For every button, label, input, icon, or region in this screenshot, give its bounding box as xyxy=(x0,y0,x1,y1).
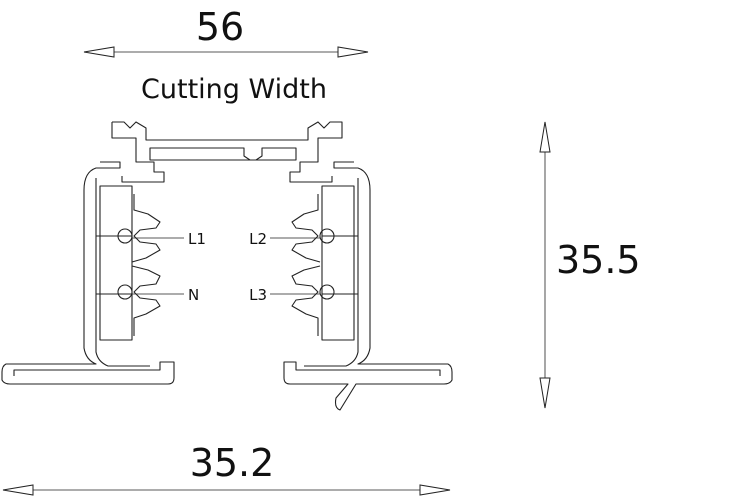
bottom-right-arrow xyxy=(419,484,451,496)
right-cavity xyxy=(321,185,355,341)
height-value: 35.5 xyxy=(556,238,641,282)
top-bar xyxy=(111,121,343,183)
right-outer-wall xyxy=(283,161,453,411)
label-l1: L1 xyxy=(188,230,206,248)
conductor-n xyxy=(117,284,133,300)
cutting-width-caption: Cutting Width xyxy=(141,74,327,105)
top-left-arrow xyxy=(83,46,115,58)
bottom-width-value: 35.2 xyxy=(190,441,275,485)
left-rib-top xyxy=(96,235,132,295)
right-rib-top xyxy=(322,235,358,295)
left-cavity xyxy=(99,185,133,341)
left-clip-lower xyxy=(131,265,161,336)
left-outer-wall xyxy=(1,161,175,385)
height-dimension: 35.5 xyxy=(539,121,641,409)
right-clip-upper xyxy=(291,194,321,263)
label-l3: L3 xyxy=(249,286,267,304)
left-inner-wall xyxy=(95,178,150,367)
top-width-value: 56 xyxy=(196,5,244,49)
conductor-l2 xyxy=(319,228,335,244)
conductors: L1 N L2 L3 xyxy=(117,228,335,304)
right-clip-lower xyxy=(291,265,321,336)
label-l2: L2 xyxy=(249,230,267,248)
conductor-l3 xyxy=(319,284,335,300)
label-n: N xyxy=(188,286,199,304)
bottom-width-dimension: 35.2 xyxy=(2,441,451,496)
height-top-arrow xyxy=(539,121,551,153)
conductor-l1 xyxy=(117,228,133,244)
top-right-arrow xyxy=(337,46,369,58)
height-bottom-arrow xyxy=(539,377,551,409)
right-inner-wall xyxy=(304,178,359,367)
left-clip-upper xyxy=(131,194,161,263)
top-inner-channel xyxy=(149,147,297,161)
bottom-left-arrow xyxy=(2,484,34,496)
track-profile xyxy=(1,121,453,411)
top-width-dimension: 56 Cutting Width xyxy=(83,5,369,105)
